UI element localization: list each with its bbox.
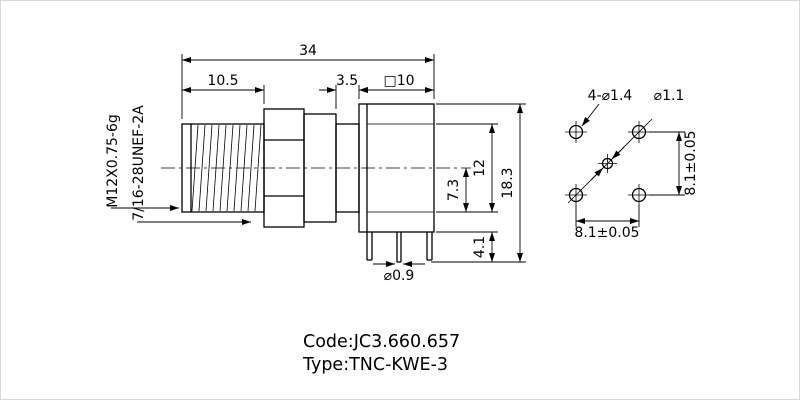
label-center-hole: ⌀1.1 (654, 88, 685, 104)
dim-overall-length: 34 (299, 43, 317, 59)
dim-leg-length: 4.1 (472, 236, 488, 258)
dim-thread-length: 10.5 (207, 73, 238, 89)
dim-overall-height: 18.3 (500, 167, 516, 198)
dim-pitch-vertical: 8.1±0.05 (683, 130, 699, 195)
dim-pitch-horizontal: 8.1±0.05 (574, 225, 639, 241)
center-pin-hole (601, 157, 614, 170)
side-view-dimensions: 34 10.5 3.5 □10 7.3 12 4.1 18.3 ⌀0.9 M12… (105, 43, 526, 284)
hole-crosshairs (565, 121, 650, 206)
part-type: Type:TNC-KWE-3 (302, 355, 448, 375)
part-code: Code:JC3.660.657 (303, 332, 460, 352)
dim-washer-gap: 3.5 (336, 73, 358, 89)
label-corner-holes: 4-⌀1.4 (588, 88, 633, 104)
dim-flange-square: □10 (383, 73, 414, 89)
label-coupling-thread: 7/16-28UNEF-2A (131, 105, 147, 221)
mounting-holes (568, 124, 647, 203)
title-block: Code:JC3.660.657 Type:TNC-KWE-3 (302, 332, 460, 375)
thread-lines (191, 124, 262, 212)
pcb-footprint-view: 4-⌀1.4 ⌀1.1 8.1±0.05 8.1±0.05 (565, 88, 699, 241)
dim-center-pin-dia: ⌀0.9 (384, 268, 415, 284)
label-mating-thread: M12X0.75-6g (105, 114, 121, 208)
connector-side-view (161, 103, 471, 263)
pcb-legs (366, 232, 433, 263)
dim-center-to-step: 7.3 (446, 179, 462, 201)
dim-body-height: 12 (472, 159, 488, 177)
